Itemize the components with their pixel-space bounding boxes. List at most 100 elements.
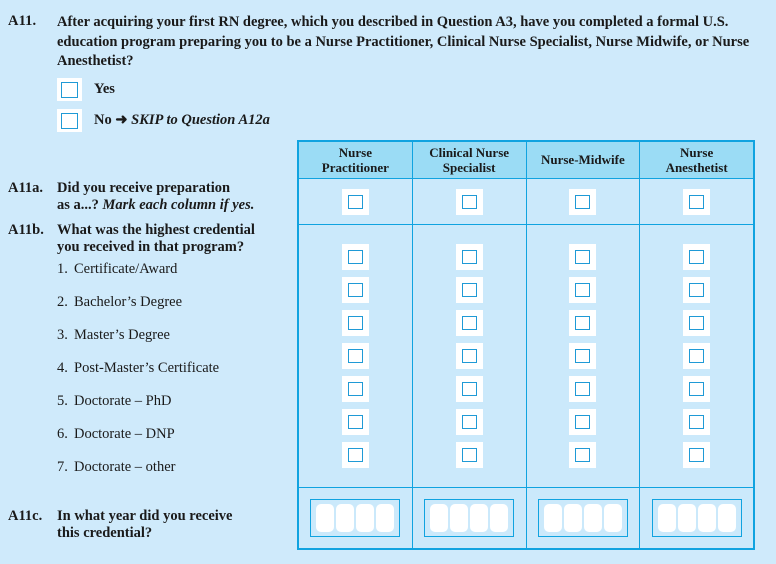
option-no[interactable]: No ➜ SKIP to Question A12a — [57, 109, 270, 132]
checkbox-a11b-cns-1-certificate-award[interactable] — [455, 244, 483, 270]
checkbox-a11b-na-3-masters-degree[interactable] — [683, 310, 711, 336]
year-digit-cell[interactable] — [543, 504, 562, 532]
checkbox-a11b-cns-4-post-masters-certificate[interactable] — [455, 343, 483, 369]
checkbox-a11b-np-5-doctorate-phd[interactable] — [341, 376, 369, 402]
matrix-cell-a11c-np — [298, 487, 413, 549]
checkbox-a11b-nmw-2-bachelors-degree[interactable] — [569, 277, 597, 303]
checkbox-a11b-na-5-doctorate-phd[interactable] — [683, 376, 711, 402]
checkbox-square-icon — [461, 250, 477, 264]
credential-number: 7. — [57, 459, 68, 475]
matrix-cell-a11b-na — [639, 224, 754, 488]
year-digit-cell[interactable] — [697, 504, 716, 532]
checkbox-square-icon — [461, 316, 477, 330]
matrix-row-a11a — [298, 178, 754, 225]
checkbox-a11b-na-6-doctorate-dnp[interactable] — [683, 409, 711, 435]
checkbox-yes[interactable] — [57, 78, 82, 101]
checkbox-square-icon — [61, 81, 78, 98]
checkbox-a11b-nmw-5-doctorate-phd[interactable] — [569, 376, 597, 402]
credential-label: Doctorate – other — [74, 459, 176, 475]
checkbox-a11b-na-2-bachelors-degree[interactable] — [683, 277, 711, 303]
checkbox-square-icon — [575, 194, 591, 209]
column-header-nurse-midwife: Nurse-Midwife — [525, 141, 641, 179]
checkbox-a11b-nmw-1-certificate-award[interactable] — [569, 244, 597, 270]
year-input-nurse-practitioner[interactable] — [310, 499, 401, 537]
checkbox-a11b-cns-2-bachelors-degree[interactable] — [455, 277, 483, 303]
skip-arrow-icon: ➜ — [115, 112, 128, 128]
checkbox-a11b-cns-6-doctorate-dnp[interactable] — [455, 409, 483, 435]
checkbox-no[interactable] — [57, 109, 82, 132]
checkbox-a11a-clinical-nurse-specialist[interactable] — [455, 188, 483, 215]
year-digit-cell[interactable] — [603, 504, 622, 532]
checkbox-a11b-cns-7-doctorate-other[interactable] — [455, 442, 483, 468]
matrix-cell-a11c-nmw — [525, 487, 641, 549]
list-item: 3.Master’s Degree — [57, 327, 297, 360]
a11a-line2-italic: Mark each column if yes. — [102, 197, 255, 213]
year-digit-cell[interactable] — [376, 504, 395, 532]
question-a11-number: A11. — [8, 13, 37, 29]
year-input-nurse-anesthetist[interactable] — [651, 499, 742, 537]
checkbox-a11b-cns-3-masters-degree[interactable] — [455, 310, 483, 336]
checkbox-a11b-na-1-certificate-award[interactable] — [683, 244, 711, 270]
credential-number: 2. — [57, 294, 68, 310]
matrix-cell-a11a-na[interactable] — [639, 178, 754, 225]
checkbox-stack-nurse-practitioner — [299, 237, 412, 475]
matrix-cell-a11a-np[interactable] — [298, 178, 413, 225]
checkbox-square-icon — [575, 283, 591, 297]
matrix-row-a11b — [298, 224, 754, 488]
checkbox-a11b-cns-5-doctorate-phd[interactable] — [455, 376, 483, 402]
year-input-nurse-midwife[interactable] — [537, 499, 628, 537]
checkbox-a11b-np-1-certificate-award[interactable] — [341, 244, 369, 270]
year-input-clinical-nurse-specialist[interactable] — [424, 499, 515, 537]
credential-number: 4. — [57, 360, 68, 376]
checkbox-a11a-nurse-practitioner[interactable] — [341, 188, 369, 215]
year-digit-cell[interactable] — [316, 504, 335, 532]
checkbox-square-icon — [461, 194, 477, 209]
matrix-cell-a11a-cns[interactable] — [411, 178, 527, 225]
year-digit-cell[interactable] — [583, 504, 602, 532]
subquestion-a11b-number: A11b. — [8, 222, 44, 238]
year-digit-cell[interactable] — [490, 504, 509, 532]
checkbox-square-icon — [689, 316, 705, 330]
checkbox-a11b-nmw-4-post-masters-certificate[interactable] — [569, 343, 597, 369]
year-digit-cell[interactable] — [563, 504, 582, 532]
checkbox-a11b-np-4-post-masters-certificate[interactable] — [341, 343, 369, 369]
checkbox-a11a-nurse-midwife[interactable] — [569, 188, 597, 215]
checkbox-a11b-np-3-masters-degree[interactable] — [341, 310, 369, 336]
year-digit-cell[interactable] — [450, 504, 469, 532]
checkbox-square-icon — [689, 194, 705, 209]
checkbox-a11b-nmw-7-doctorate-other[interactable] — [569, 442, 597, 468]
year-digit-cell[interactable] — [657, 504, 676, 532]
checkbox-a11a-nurse-anesthetist[interactable] — [683, 188, 711, 215]
checkbox-square-icon — [689, 382, 705, 396]
checkbox-a11b-nmw-3-masters-degree[interactable] — [569, 310, 597, 336]
matrix-cell-a11a-nmw[interactable] — [525, 178, 641, 225]
credential-list: 1.Certificate/Award 2.Bachelor’s Degree … — [57, 261, 297, 492]
list-item: 2.Bachelor’s Degree — [57, 294, 297, 327]
list-item: 4.Post-Master’s Certificate — [57, 360, 297, 393]
subquestion-a11a-text: Did you receive preparation as a...? Mar… — [57, 180, 297, 214]
checkbox-square-icon — [689, 349, 705, 363]
option-yes-label: Yes — [94, 81, 115, 97]
checkbox-a11b-np-7-doctorate-other[interactable] — [341, 442, 369, 468]
checkbox-a11b-nmw-6-doctorate-dnp[interactable] — [569, 409, 597, 435]
matrix-cell-a11c-cns — [411, 487, 527, 549]
year-digit-cell[interactable] — [336, 504, 355, 532]
a11c-line2: this credential? — [57, 525, 153, 541]
year-digit-cell[interactable] — [430, 504, 449, 532]
checkbox-square-icon — [575, 448, 591, 462]
checkbox-a11b-na-4-post-masters-certificate[interactable] — [683, 343, 711, 369]
checkbox-a11b-na-7-doctorate-other[interactable] — [683, 442, 711, 468]
matrix-cell-a11b-cns — [411, 224, 527, 488]
checkbox-a11b-np-6-doctorate-dnp[interactable] — [341, 409, 369, 435]
checkbox-a11b-np-2-bachelors-degree[interactable] — [341, 277, 369, 303]
credential-label: Doctorate – PhD — [74, 393, 172, 409]
checkbox-square-icon — [575, 382, 591, 396]
year-digit-cell[interactable] — [717, 504, 736, 532]
option-yes[interactable]: Yes — [57, 78, 115, 101]
year-digit-cell[interactable] — [356, 504, 375, 532]
subquestion-a11c-number: A11c. — [8, 508, 43, 524]
matrix-cell-a11c-na — [639, 487, 754, 549]
year-digit-cell[interactable] — [470, 504, 489, 532]
checkbox-square-icon — [461, 349, 477, 363]
year-digit-cell[interactable] — [677, 504, 696, 532]
